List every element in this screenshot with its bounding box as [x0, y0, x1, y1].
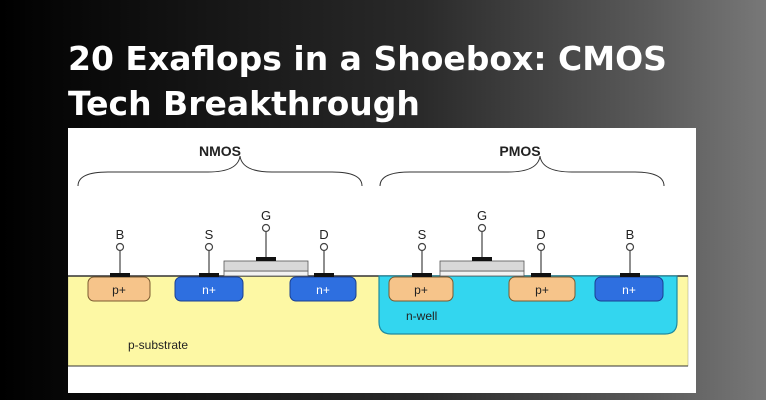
- nmos-gate-oxide: [223, 270, 309, 277]
- cmos-cross-section: NMOS PMOS B S G D S G D B p+ n+ n+ p+ p+…: [68, 143, 689, 367]
- pmos-gate-label: G: [477, 208, 487, 223]
- pmos-body-label: B: [626, 227, 635, 242]
- pmos-label: PMOS: [499, 143, 540, 159]
- pmos-drain-label: D: [536, 227, 545, 242]
- pmos-gate-terminal: [472, 223, 492, 261]
- nmos-drain-label: D: [319, 227, 328, 242]
- pmos-source-region-label: p+: [414, 283, 428, 297]
- nmos-body-label: B: [116, 227, 125, 242]
- nmos-gate-label: G: [261, 208, 271, 223]
- nmos-drain-terminal: [314, 242, 334, 277]
- pmos-source-terminal: [412, 242, 432, 277]
- pmos-gate-poly: [439, 260, 525, 272]
- nmos-label: NMOS: [199, 143, 241, 159]
- nmos-source-region-label: n+: [202, 283, 216, 297]
- n-well-label: n-well: [406, 309, 437, 323]
- cmos-diagram: NMOS PMOS B S G D S G D B p+ n+ n+ p+ p+…: [68, 128, 696, 393]
- nmos-gate-terminal: [256, 223, 276, 261]
- pmos-gate-oxide: [439, 270, 525, 277]
- pmos-body-contact-region-label: n+: [622, 283, 636, 297]
- nmos-brace: [77, 155, 363, 187]
- p-substrate-label: p-substrate: [128, 338, 188, 352]
- nmos-source-label: S: [205, 227, 214, 242]
- headline: 20 Exaflops in a Shoebox: CMOS Tech Brea…: [68, 39, 667, 123]
- pmos-drain-region-label: p+: [535, 283, 549, 297]
- nmos-body-contact-label: p+: [112, 283, 126, 297]
- nmos-drain-region-label: n+: [316, 283, 330, 297]
- pmos-drain-terminal: [531, 242, 551, 277]
- nmos-source-terminal: [199, 242, 219, 277]
- pmos-brace: [379, 155, 665, 187]
- pmos-body-terminal: [620, 242, 640, 277]
- pmos-source-label: S: [418, 227, 427, 242]
- nmos-gate-poly: [223, 260, 309, 272]
- nmos-body-terminal: [110, 242, 130, 277]
